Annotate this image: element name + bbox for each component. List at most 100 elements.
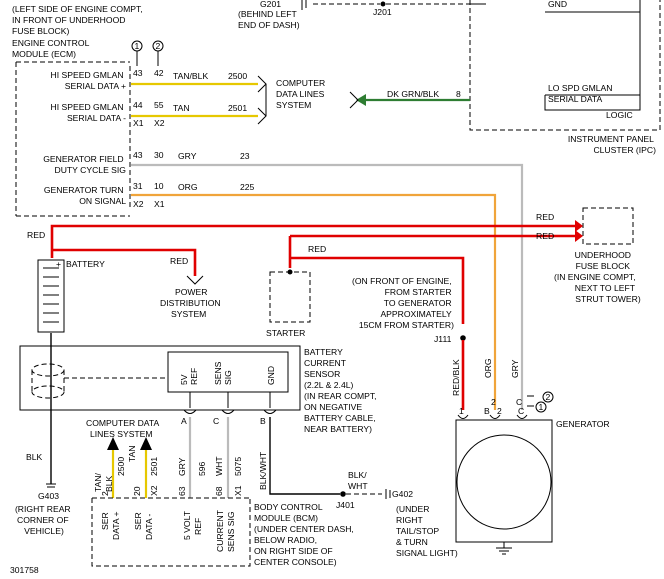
sensor-connectors [183, 409, 277, 414]
ecm-pin-44: 44 [133, 100, 143, 110]
fuse-arrow-2 [575, 230, 583, 242]
sensor-sig: SIG [223, 370, 233, 385]
ecm-pin-55: 55 [154, 100, 164, 110]
figure-number: 301758 [10, 565, 39, 575]
ecm-pin-43a: 43 [133, 68, 143, 78]
underhood-box [582, 207, 634, 245]
bcm-current: CURRENT [215, 509, 225, 552]
callout-2-label: 2 [156, 41, 161, 51]
wire-dk-grn-8-label: 8 [456, 89, 461, 99]
bcm-pin-68: 68 [214, 486, 224, 496]
wire-blk-wht-label: BLK/WHT [258, 451, 268, 490]
wire-org-225 [131, 193, 497, 410]
sensor-conn-c: C [213, 416, 219, 426]
ecm-conn-x2b: X2 [133, 199, 144, 209]
wire-2500-label: 2500 [228, 71, 247, 81]
starter: RED STARTER [266, 236, 465, 338]
wire-red-battery [50, 224, 577, 258]
wire-23-label: 23 [240, 151, 250, 161]
g403-location: (RIGHT REAR CORNER OF VEHICLE) [15, 504, 73, 536]
wire-c-gry-label: GRY [510, 359, 520, 378]
wire-2501-label: 2501 [228, 103, 247, 113]
ipc-logic-box [544, 95, 641, 111]
bcm-w4-label: WHT [214, 456, 224, 476]
bcm-ref: REF [193, 518, 203, 535]
ecm-boundary [15, 61, 130, 217]
gen-pin-1: 1 [459, 406, 464, 416]
j111-label: J111 [434, 334, 452, 344]
wire-red-blk-label: RED/BLK [451, 359, 461, 396]
gen-pin-2: 2 [491, 397, 496, 407]
generator-circle [456, 434, 552, 530]
ecm-gen-field-label: GENERATOR FIELD DUTY CYCLE SIG [43, 154, 126, 175]
wire-tan-label: TAN [173, 103, 190, 113]
gen-pin-cb: C [518, 406, 524, 416]
bcm-ser-1: SER [100, 512, 110, 530]
bcm-cds-label: COMPUTER DATA LINES SYSTEM [86, 418, 161, 439]
g402-location: (UNDER RIGHT TAIL/STOP & TURN SIGNAL LIG… [396, 504, 458, 558]
generator-label: GENERATOR [556, 419, 610, 429]
starter-red-label: RED [308, 244, 326, 254]
ecm-gen-turn-label: GENERATOR TURN ON SIGNAL [44, 185, 126, 206]
g402-label: G402 [392, 489, 413, 499]
ecm-module: (LEFT SIDE OF ENGINE COMPT, IN FRONT OF … [12, 4, 165, 217]
bcm-conn-x1: X1 [233, 485, 243, 496]
bcm-name: BODY CONTROL MODULE (BCM) (UNDER CENTER … [254, 502, 356, 567]
wire-red-label-2: RED [536, 231, 554, 241]
fuse-arrow-1 [575, 220, 583, 232]
sensor-conn-b: B [260, 416, 266, 426]
battery-label: BATTERY [66, 259, 105, 269]
battery-red-label: RED [27, 230, 45, 240]
connector-arrow-ipc [349, 91, 359, 109]
gen-pin-b: B [484, 406, 490, 416]
j401-label: J401 [336, 500, 355, 510]
bcm-pin-63: 63 [177, 486, 187, 496]
g402-ground: BLK/WHT J401 BLK/ WHT G402 (UNDER RIGHT … [258, 417, 458, 558]
ecm-location: (LEFT SIDE OF ENGINE COMPT, IN FRONT OF … [12, 4, 145, 36]
top-ground: G201 J201 (BEHIND LEFT END OF DASH) [238, 0, 468, 30]
wire-red-label-1: RED [536, 212, 554, 222]
bcm-boundary [91, 497, 251, 567]
g403-label: G403 [38, 491, 59, 501]
bcm-w2-label: TAN [127, 445, 137, 462]
generator-body [455, 419, 553, 543]
power-red-label: RED [170, 256, 188, 266]
bcm-data-plus: DATA + [111, 511, 121, 540]
computer-data-lines-label: COMPUTER DATA LINES SYSTEM [276, 78, 328, 110]
bcm-arrow-up-1-icon [107, 437, 119, 450]
j111-note: (ON FRONT OF ENGINE, FROM STARTER TO GEN… [352, 276, 454, 330]
sensor-ring-bottom [31, 385, 65, 399]
battery: RED + BATTERY RED POWER DISTRIBUTION SYS… [27, 230, 221, 344]
ipc-inner-box [545, 11, 641, 96]
bcm-w3-label: GRY [177, 457, 187, 476]
callout-1-label: 1 [135, 41, 140, 51]
battery-plus: + [56, 259, 61, 269]
bcm-pin-2: 2 [100, 491, 110, 496]
ecm-pin-10: 10 [154, 181, 164, 191]
bcm-data-minus: DATA - [144, 513, 154, 540]
starter-terminal [287, 269, 293, 275]
arrow-cds-1 [257, 75, 267, 93]
ecm-hs-minus-label: HI SPEED GMLAN SERIAL DATA - [51, 102, 127, 123]
sensor-ref: REF [189, 368, 199, 385]
wire-blk-label: BLK [26, 452, 43, 462]
ipc-boundary [469, 0, 661, 131]
j401-dot [340, 491, 346, 497]
bcm-conn-x2: X2 [149, 485, 159, 496]
sensor-ring-top [31, 363, 65, 377]
ecm-data-wires: TAN/BLK 2500 TAN 2501 COMPUTER DATA LINE… [131, 71, 328, 125]
bcm-w2-num: 2501 [149, 457, 159, 476]
bcm-module: COMPUTER DATA LINES SYSTEM TAN/ BLK 2500… [86, 417, 356, 567]
gen-callout-leaders [527, 395, 534, 407]
gen-pin-c: C [516, 397, 522, 407]
j111-dot [460, 335, 466, 341]
sensor-outer-box [19, 345, 301, 411]
sensor-5v: 5V [179, 374, 189, 385]
j201-dot [380, 1, 386, 7]
ecm-conn-x1b: X1 [154, 199, 165, 209]
power-dist-arrow [186, 275, 204, 285]
ecm-conn-x2: X2 [154, 118, 165, 128]
g201-label: G201 [260, 0, 281, 9]
ipc-logic-label: LOGIC [606, 110, 633, 120]
wire-blk-wht [269, 417, 340, 495]
